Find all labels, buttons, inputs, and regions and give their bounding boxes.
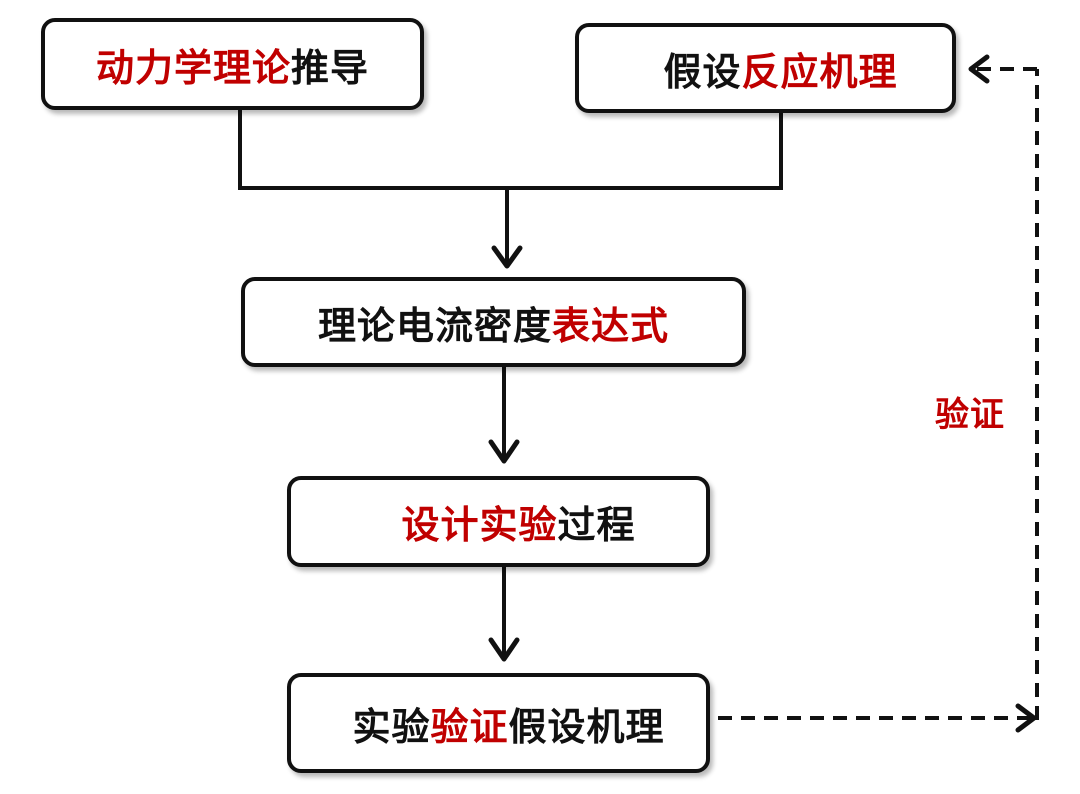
node-kinetics-derivation: 动力学理论推导	[41, 18, 424, 110]
node-text: 理论电流密度	[317, 303, 552, 348]
feedback-label: 验证	[935, 395, 1005, 435]
node-text: 过程	[557, 503, 636, 547]
node-text: 假设	[663, 49, 742, 94]
arrowhead-icon	[968, 54, 990, 84]
node-label: 理论电流密度表达式	[318, 295, 669, 350]
node-text-highlight: 验证	[430, 704, 509, 749]
node-text-highlight: 表达式	[552, 303, 670, 348]
node-text: 实验	[352, 704, 431, 749]
node-text: 假设机理	[508, 704, 665, 749]
node-text-highlight: 动力学理论	[95, 45, 291, 90]
arrowhead-icon	[1015, 703, 1037, 733]
node-text: 推导	[291, 45, 370, 90]
arrowhead-icon	[491, 245, 523, 269]
node-label: 设计实验过程	[361, 494, 635, 549]
merge-connector	[238, 110, 783, 190]
node-design-experiment: 设计实验过程	[287, 476, 710, 567]
node-text-highlight: 设计实验	[401, 503, 558, 547]
node-text-highlight: 反应机理	[741, 49, 898, 94]
node-label: 实验验证假设机理	[332, 696, 664, 751]
arrowhead-icon	[488, 637, 520, 662]
arrowhead-icon	[488, 439, 520, 464]
node-current-density-expression: 理论电流密度表达式	[241, 277, 746, 367]
node-label: 动力学理论推导	[96, 37, 369, 92]
node-hypothesis-mechanism: 假设反应机理	[575, 23, 956, 113]
node-label: 假设反应机理	[633, 41, 897, 96]
node-experimental-verification: 实验验证假设机理	[287, 673, 710, 773]
